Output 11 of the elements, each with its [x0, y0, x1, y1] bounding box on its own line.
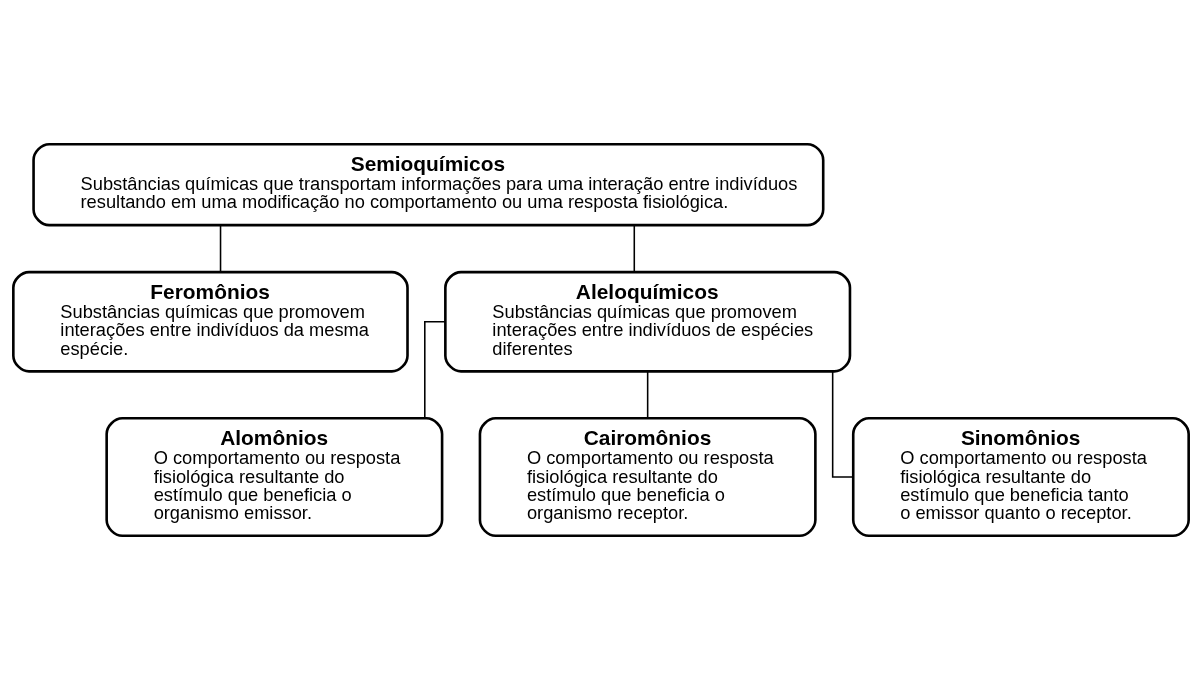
connector — [424, 320, 446, 419]
connector — [646, 370, 649, 419]
node-box: Aleloquímicos Substâncias químicas que promovem interações entre indivíduos de espécies diferentes — [444, 270, 852, 373]
connector — [831, 370, 854, 478]
connector — [633, 224, 636, 272]
node-box: Semioquímicos Substâncias químicas que transportam informações para uma interação entre indivíduos resultando em uma modificação no comportamento ou uma resposta fisiológica. — [32, 142, 825, 226]
connector — [219, 224, 222, 272]
node-box: Sinomônios O comportamento ou resposta fisiológica resultante do estímulo que beneficia tanto o emissor quanto o receptor. — [851, 416, 1190, 537]
node-box: Feromônios Substâncias químicas que promovem interações entre indivíduos da mesma espécie. — [12, 270, 409, 373]
node-box: Alomônios O comportamento ou resposta fisiológica resultante do estímulo que beneficia o organismo emissor. — [105, 416, 444, 537]
node-box: Cairomônios O comportamento ou resposta fisiológica resultante do estímulo que beneficia o organismo receptor. — [478, 416, 817, 537]
